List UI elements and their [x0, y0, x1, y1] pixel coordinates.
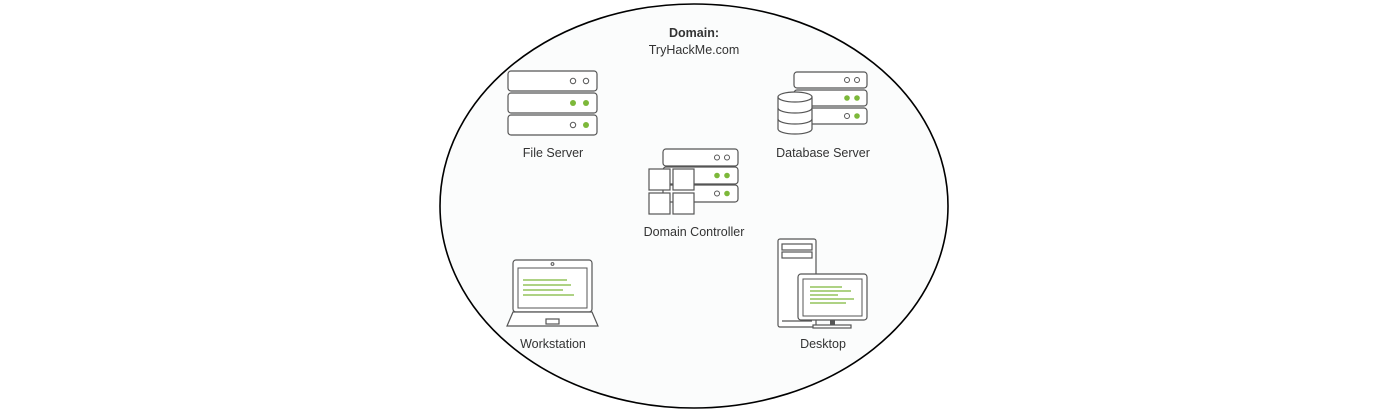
desktop-computer-icon[interactable] — [777, 238, 868, 329]
domain-name: TryHackMe.com — [649, 43, 740, 57]
file-server-label: File Server — [523, 146, 583, 160]
laptop-icon[interactable] — [506, 259, 599, 327]
workstation-label: Workstation — [520, 337, 586, 351]
file-server-icon[interactable] — [507, 70, 598, 136]
database-server-label: Database Server — [776, 146, 870, 160]
desktop-label: Desktop — [800, 337, 846, 351]
domain-title: Domain: — [669, 26, 719, 40]
domain-controller-label: Domain Controller — [644, 225, 745, 239]
database-server-icon[interactable] — [777, 71, 868, 135]
domain-controller-icon[interactable] — [648, 148, 739, 215]
